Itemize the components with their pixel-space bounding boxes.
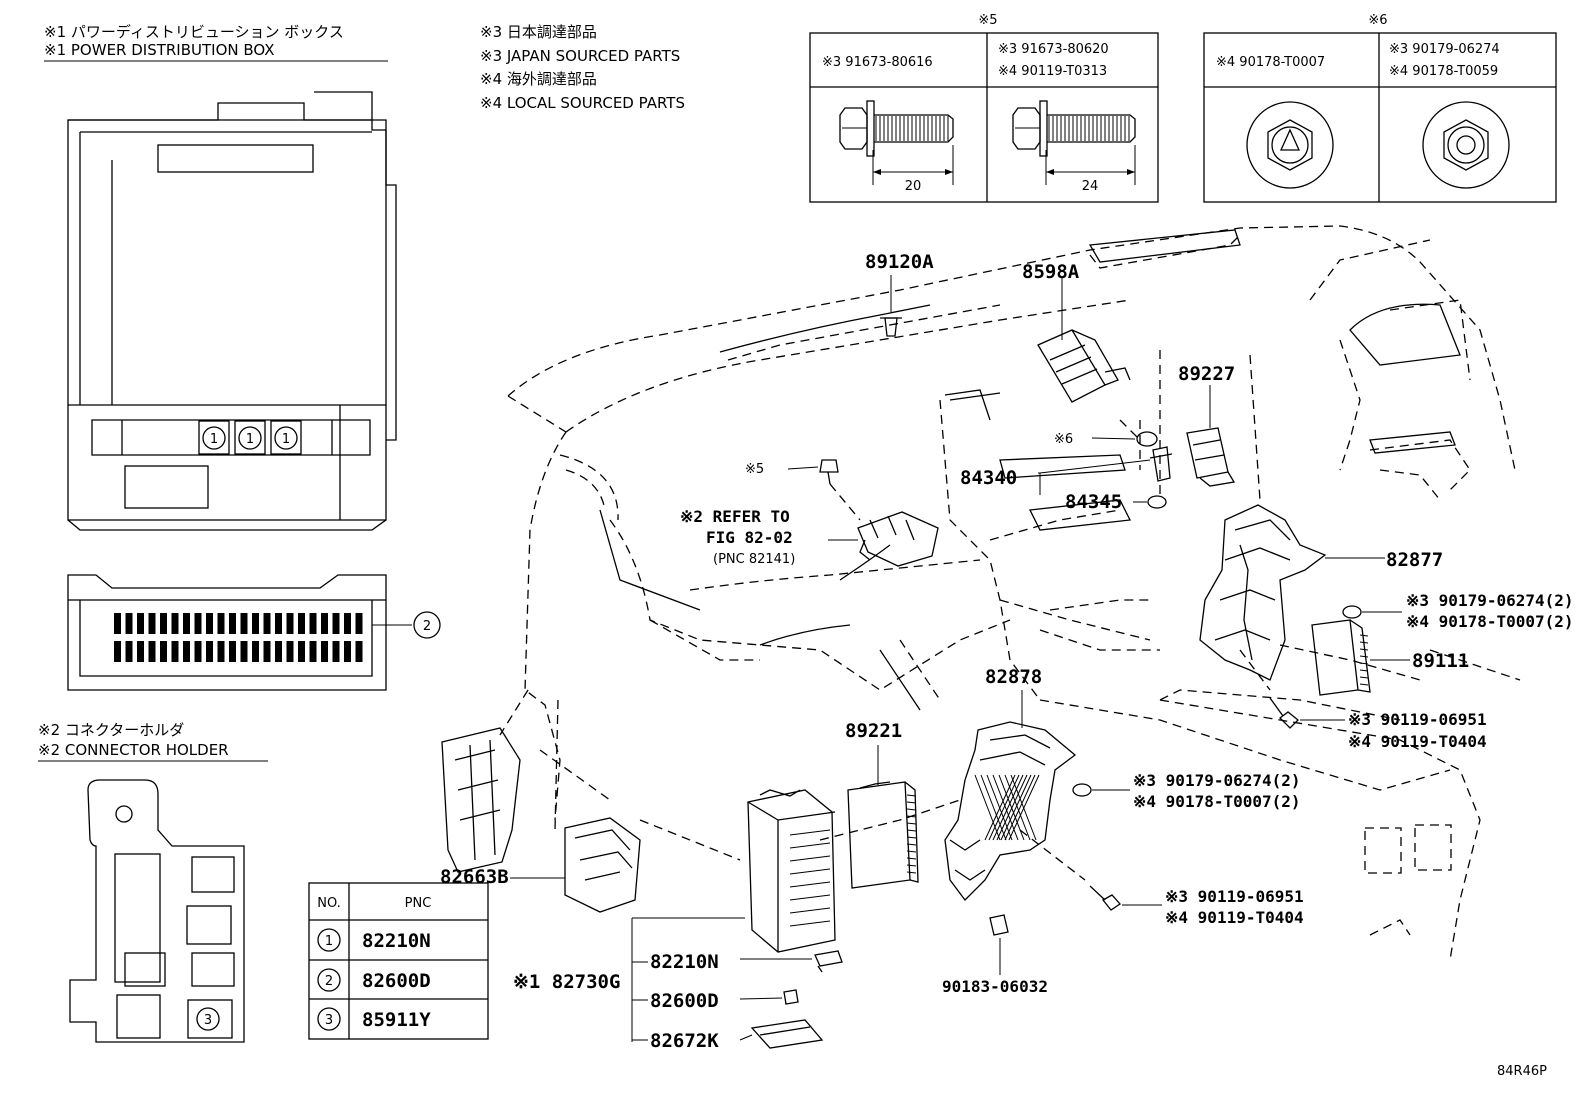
box6-nuts: ※6 ※4 90178-T0007 ※3 90179-06274 ※4 9017…: [1203, 13, 1557, 203]
label-r1a: ※3 90179-06274(2): [1406, 591, 1574, 610]
note-3-jp: ※3 日本調達部品: [480, 23, 597, 41]
label-r2b: ※4 90119-T0404: [1348, 732, 1487, 751]
part-connector-holder-82141: [828, 511, 939, 567]
box5-c2b: ※4 90119-T0313: [998, 64, 1107, 79]
box5-bolts: ※5 ※3 91673-80616 ※3 91673-80620 ※4 9011…: [809, 13, 1159, 203]
label-82600D: 82600D: [650, 990, 719, 1012]
label-82672K: 82672K: [650, 1030, 719, 1052]
label-89120A: 89120A: [865, 251, 934, 273]
pnc-row-1-value: 82210N: [362, 930, 431, 952]
pnc-col-no: NO.: [317, 896, 341, 911]
part-bolt-82878: [1089, 885, 1162, 911]
part-82730G: [631, 789, 836, 1042]
part-82672K: [632, 1019, 824, 1049]
label-r4a: ※3 90119-06951: [1165, 887, 1304, 906]
label-refer-to: ※2 REFER TO: [680, 507, 790, 526]
part-82663B: [441, 727, 521, 873]
pnc-row-2-no: 2: [325, 974, 333, 989]
box5-c1: ※3 91673-80616: [822, 55, 933, 70]
pnc-row-1-no: 1: [325, 934, 333, 949]
label-84340: 84340: [960, 467, 1017, 489]
note-1-en: ※1 POWER DISTRIBUTION BOX: [44, 41, 275, 59]
pnc-row-3-no: 3: [325, 1013, 333, 1028]
part-nut-82878: [1072, 783, 1130, 797]
box6-c2a: ※3 90179-06274: [1389, 42, 1500, 57]
note-2-en: ※2 CONNECTOR HOLDER: [38, 741, 229, 759]
label-fig: FIG 82-02: [706, 528, 793, 547]
part-84340: [1038, 446, 1173, 495]
diagram-code: 84R46P: [1497, 1064, 1547, 1079]
label-8598A: 8598A: [1022, 261, 1080, 283]
label-82663B: 82663B: [440, 866, 509, 888]
power-distribution-box-drawing: 1 1 1: [67, 91, 397, 531]
pnc-table: NO. PNC 1 2 3 82210N 82600D 85911Y: [308, 882, 489, 1040]
pnc-col-pnc: PNC: [405, 896, 432, 911]
instrument-panel-drawing: [499, 225, 1521, 961]
note-1-jp: ※1 パワーディストリビューション ボックス: [44, 23, 344, 41]
pnc-row-2-value: 82600D: [362, 970, 431, 992]
part-89120A: [880, 275, 902, 337]
label-note-5: ※5: [745, 462, 764, 477]
label-82730G: ※1 82730G: [513, 971, 620, 993]
box6-c2b: ※4 90178-T0059: [1389, 64, 1498, 79]
part-nut-82877: [1342, 605, 1402, 619]
label-89227: 89227: [1178, 363, 1235, 385]
note-3-en: ※3 JAPAN SOURCED PARTS: [480, 47, 680, 65]
part-bolt-5: [787, 459, 861, 521]
svg-text:3: 3: [204, 1013, 212, 1028]
box6-c1: ※4 90178-T0007: [1216, 55, 1325, 70]
power-distribution-box-side: 2: [67, 574, 441, 691]
box5-c2a: ※3 91673-80620: [998, 42, 1109, 57]
label-89221: 89221: [845, 720, 902, 742]
part-84345: [1133, 495, 1167, 509]
part-82877: [1199, 504, 1385, 681]
svg-text:1: 1: [210, 432, 218, 447]
label-82878: 82878: [985, 666, 1042, 688]
part-82663B-holder: [510, 817, 641, 913]
label-r3a: ※3 90179-06274(2): [1133, 771, 1301, 790]
svg-text:※6: ※6: [1368, 13, 1387, 28]
note-4-en: ※4 LOCAL SOURCED PARTS: [480, 94, 685, 112]
label-82210N: 82210N: [650, 951, 719, 973]
label-r2a: ※3 90119-06951: [1348, 710, 1487, 729]
connector-holder-drawing: 3: [69, 779, 245, 1043]
part-8598A: [1037, 278, 1131, 403]
label-note-6: ※6: [1054, 432, 1073, 447]
label-89111: 89111: [1412, 650, 1469, 672]
svg-text:1: 1: [282, 432, 290, 447]
svg-text:2: 2: [423, 619, 431, 634]
label-r3b: ※4 90178-T0007(2): [1133, 792, 1301, 811]
label-r1b: ※4 90178-T0007(2): [1406, 612, 1574, 631]
svg-text:1: 1: [246, 432, 254, 447]
label-pnc-82141: (PNC 82141): [713, 552, 795, 567]
box5-dim-24: 24: [1082, 179, 1099, 194]
part-82878: [944, 690, 1077, 901]
box5-dim-20: 20: [905, 179, 922, 194]
label-84345: 84345: [1065, 491, 1122, 513]
label-90183-06032: 90183-06032: [942, 977, 1048, 996]
note-4-jp: ※4 海外調達部品: [480, 70, 597, 88]
part-82210N: [632, 950, 843, 973]
part-89221: [847, 745, 919, 889]
part-bolt-89111: [1269, 697, 1345, 729]
label-82877: 82877: [1386, 549, 1443, 571]
part-90183-06032: [989, 914, 1009, 975]
part-89111: [1311, 619, 1410, 696]
part-nut-6: [1091, 431, 1158, 447]
svg-text:※5: ※5: [978, 13, 997, 28]
note-2-jp: ※2 コネクターホルダ: [38, 721, 184, 739]
pnc-row-3-value: 85911Y: [362, 1009, 431, 1031]
label-r4b: ※4 90119-T0404: [1165, 908, 1304, 927]
part-82600D: [632, 989, 799, 1005]
part-89227: [1186, 385, 1236, 487]
